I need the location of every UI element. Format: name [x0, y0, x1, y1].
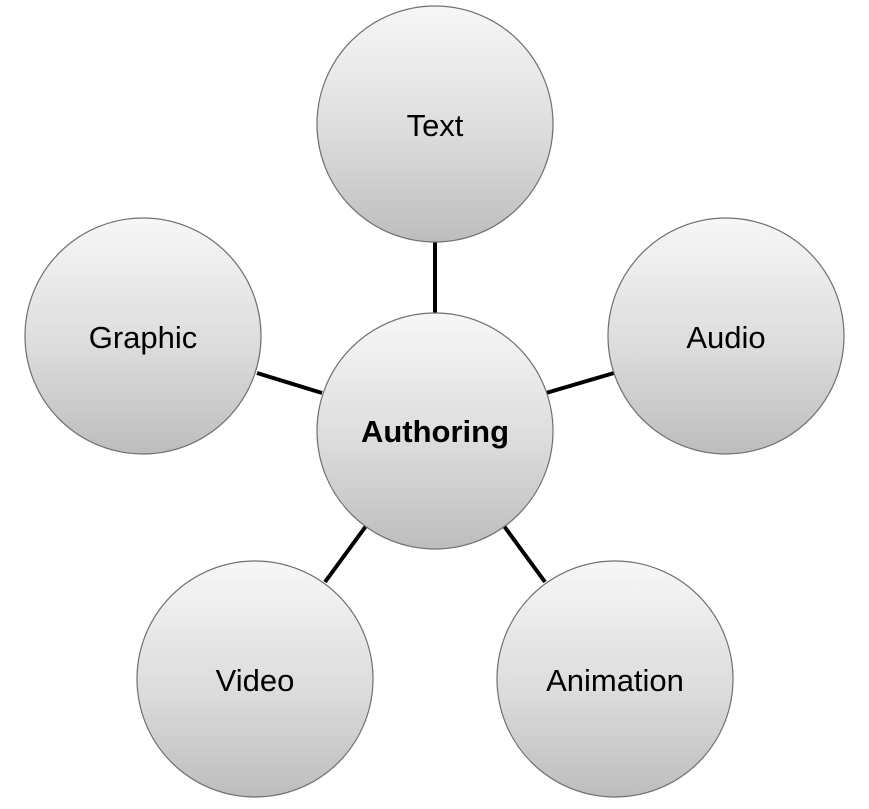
node-video-label: Video — [216, 663, 295, 698]
node-video-circle — [136, 560, 374, 798]
connector-audio — [545, 371, 615, 395]
node-text-label: Text — [407, 108, 464, 143]
connector-video — [323, 524, 368, 584]
node-text: Text — [316, 5, 554, 243]
center-node-label: Authoring — [361, 414, 509, 449]
node-graphic-circle — [24, 217, 262, 455]
node-video: Video — [136, 560, 374, 798]
node-animation-label: Animation — [546, 663, 684, 698]
node-animation-circle — [496, 560, 734, 798]
node-audio-circle — [607, 217, 845, 455]
node-text-circle — [316, 5, 554, 243]
connector-animation — [502, 524, 547, 584]
center-node: Authoring — [316, 312, 554, 550]
node-audio: Audio — [607, 217, 845, 455]
center-node-circle — [316, 312, 554, 550]
node-animation: Animation — [496, 560, 734, 798]
connector-graphic — [256, 371, 323, 395]
node-graphic-label: Graphic — [89, 320, 198, 355]
node-audio-label: Audio — [686, 320, 765, 355]
node-graphic: Graphic — [24, 217, 262, 455]
